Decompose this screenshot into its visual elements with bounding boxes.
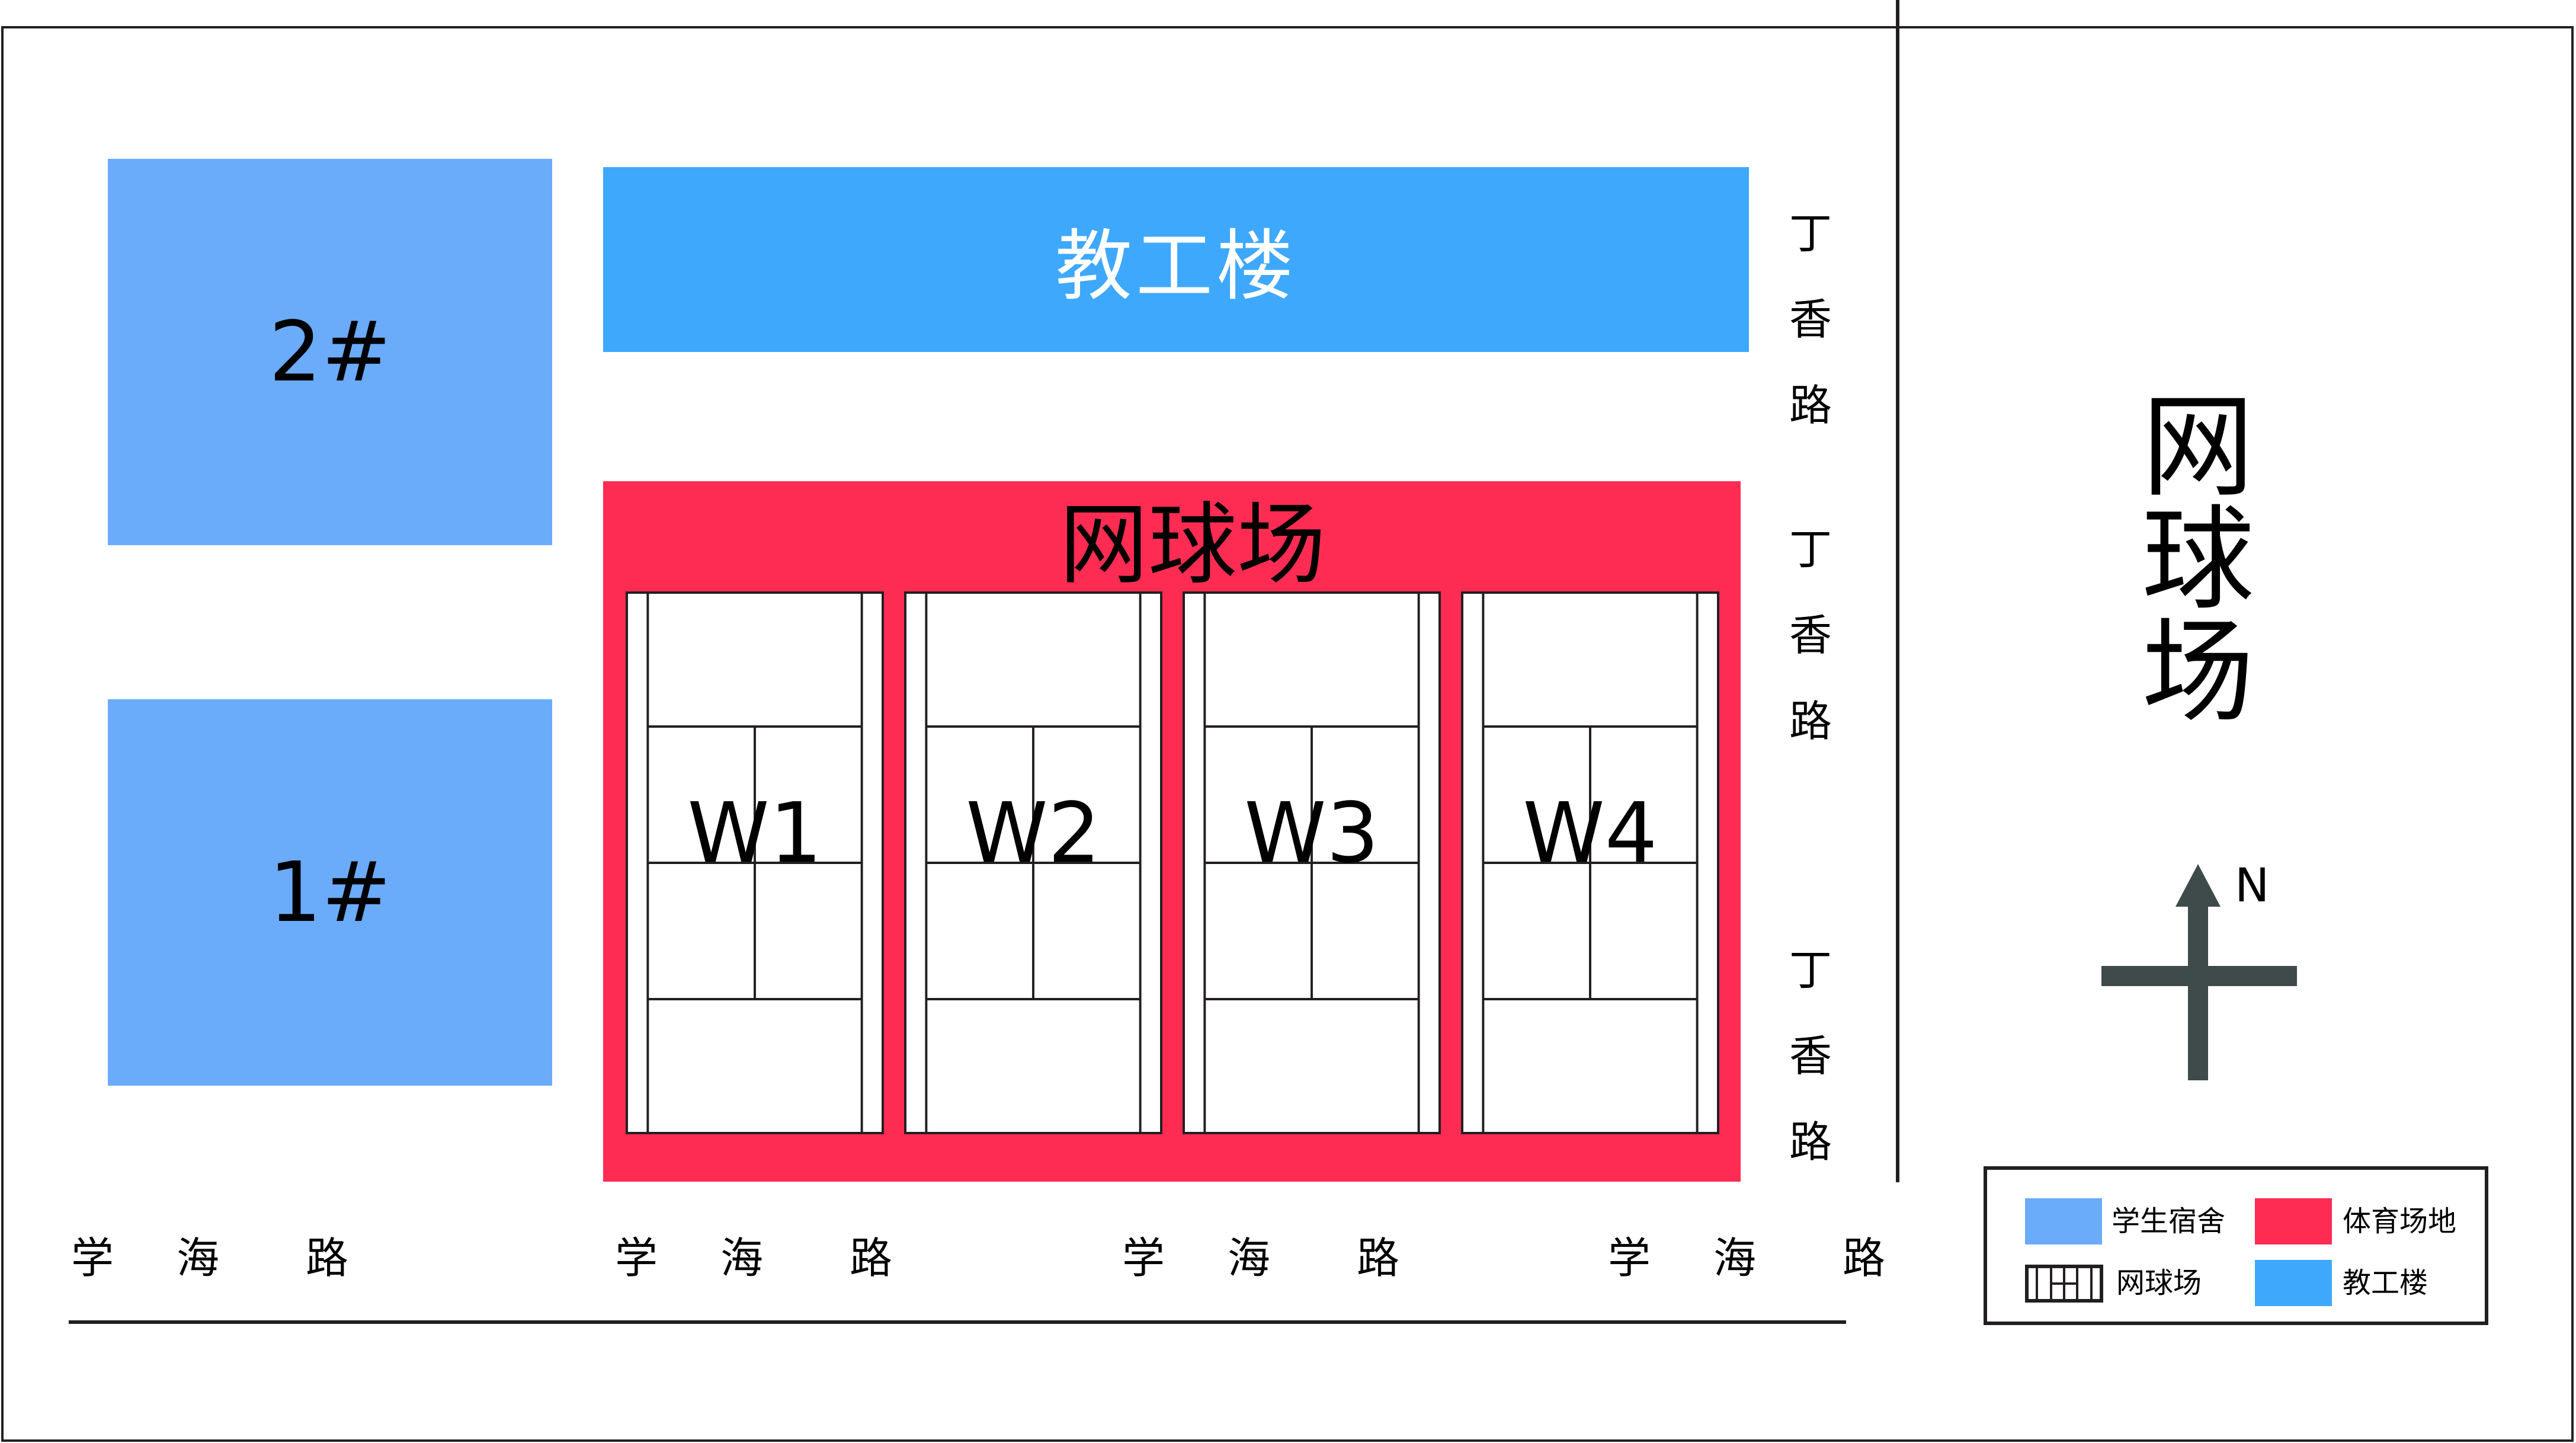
east-road-label-2: 丁 香 路: [1789, 524, 1832, 746]
dorm-2-building: 2#: [108, 159, 552, 545]
court-label: W4: [1523, 785, 1658, 882]
court-lines: [1482, 594, 1699, 1132]
teaching-building: 教工楼: [603, 167, 1749, 352]
legend-label-dorm: 学生宿舍: [2112, 1205, 2226, 1238]
dorm-2-label: 2#: [268, 303, 392, 401]
compass-stem: [2188, 901, 2208, 1080]
legend-swatch-dorm: [2025, 1198, 2102, 1244]
south-road-line: [69, 1320, 1846, 1324]
legend-swatch-teaching: [2255, 1260, 2332, 1306]
court-label: W2: [966, 785, 1101, 882]
compass-icon: [2101, 864, 2297, 1080]
compass-crossbar: [2101, 966, 2297, 986]
east-road-label-3: 丁 香 路: [1789, 945, 1832, 1167]
legend: 学生宿舍 体育场地 网球场 教工楼: [1984, 1166, 2488, 1325]
court-label: W1: [687, 785, 822, 882]
compass-arrow-head: [2175, 864, 2221, 907]
tennis-court-3: W3: [1183, 591, 1441, 1134]
legend-label-teaching: 教工楼: [2343, 1266, 2428, 1300]
legend-label-sports: 体育场地: [2343, 1205, 2457, 1238]
tennis-court-2: W2: [904, 591, 1162, 1134]
east-road-line: [1896, 0, 1899, 1182]
dorm-1-building: 1#: [108, 699, 552, 1086]
sports-area-title: 网球场: [1059, 494, 1327, 597]
teaching-building-label: 教工楼: [1055, 221, 1297, 311]
legend-swatch-sports: [2255, 1198, 2332, 1244]
court-lines: [1203, 594, 1420, 1132]
court-lines: [925, 594, 1142, 1132]
dorm-1-label: 1#: [268, 844, 392, 941]
tennis-court-1: W1: [626, 591, 884, 1134]
compass-north-label: N: [2235, 859, 2270, 913]
tennis-court-4: W4: [1461, 591, 1719, 1134]
map-frame: [1, 26, 2574, 1442]
tennis-court-icon: [2025, 1265, 2103, 1303]
court-lines: [646, 594, 863, 1132]
east-road-label-1: 丁 香 路: [1789, 209, 1832, 430]
side-tennis-label: 网 球 场: [2141, 382, 2254, 738]
court-label: W3: [1244, 785, 1379, 882]
legend-label-tennis: 网球场: [2116, 1266, 2202, 1300]
